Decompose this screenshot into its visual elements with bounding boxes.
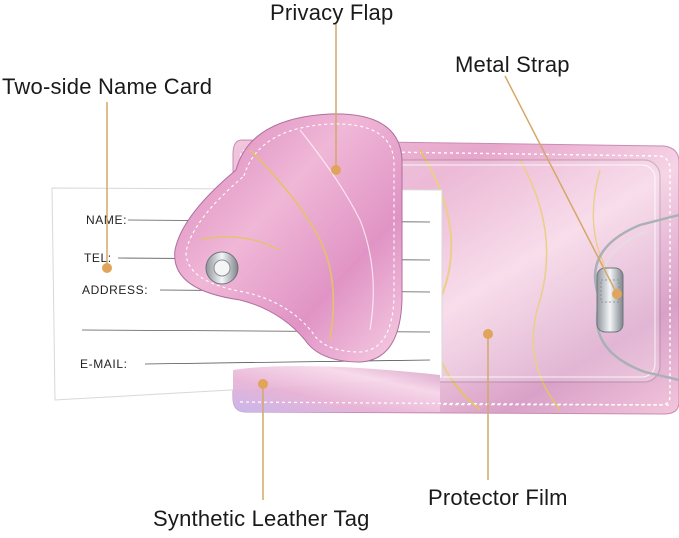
protector-film-label: Protector Film	[428, 485, 568, 510]
metal-strap-label: Metal Strap	[455, 52, 570, 77]
metal-strap-dot-icon	[612, 289, 622, 299]
name-card-dot-icon	[102, 263, 112, 273]
grommet-icon	[205, 251, 239, 285]
card-field-name: NAME:	[86, 213, 127, 227]
protector-film-dot-icon	[483, 329, 493, 339]
privacy-flap-label: Privacy Flap	[270, 0, 394, 25]
privacy-flap-dot-icon	[331, 165, 341, 175]
name-card-label: Two-side Name Card	[2, 74, 213, 99]
leather-tag-label: Synthetic Leather Tag	[153, 506, 370, 531]
tag-front-lower	[233, 366, 440, 412]
card-field-tel: TEL:	[84, 251, 112, 265]
card-field-email: E-MAIL:	[80, 357, 128, 371]
callout-lines	[102, 24, 622, 500]
strap-screw-lock	[596, 267, 624, 333]
privacy-flap	[174, 113, 403, 363]
leather-tag-dot-icon	[258, 379, 268, 389]
card-field-address: ADDRESS:	[82, 283, 148, 297]
